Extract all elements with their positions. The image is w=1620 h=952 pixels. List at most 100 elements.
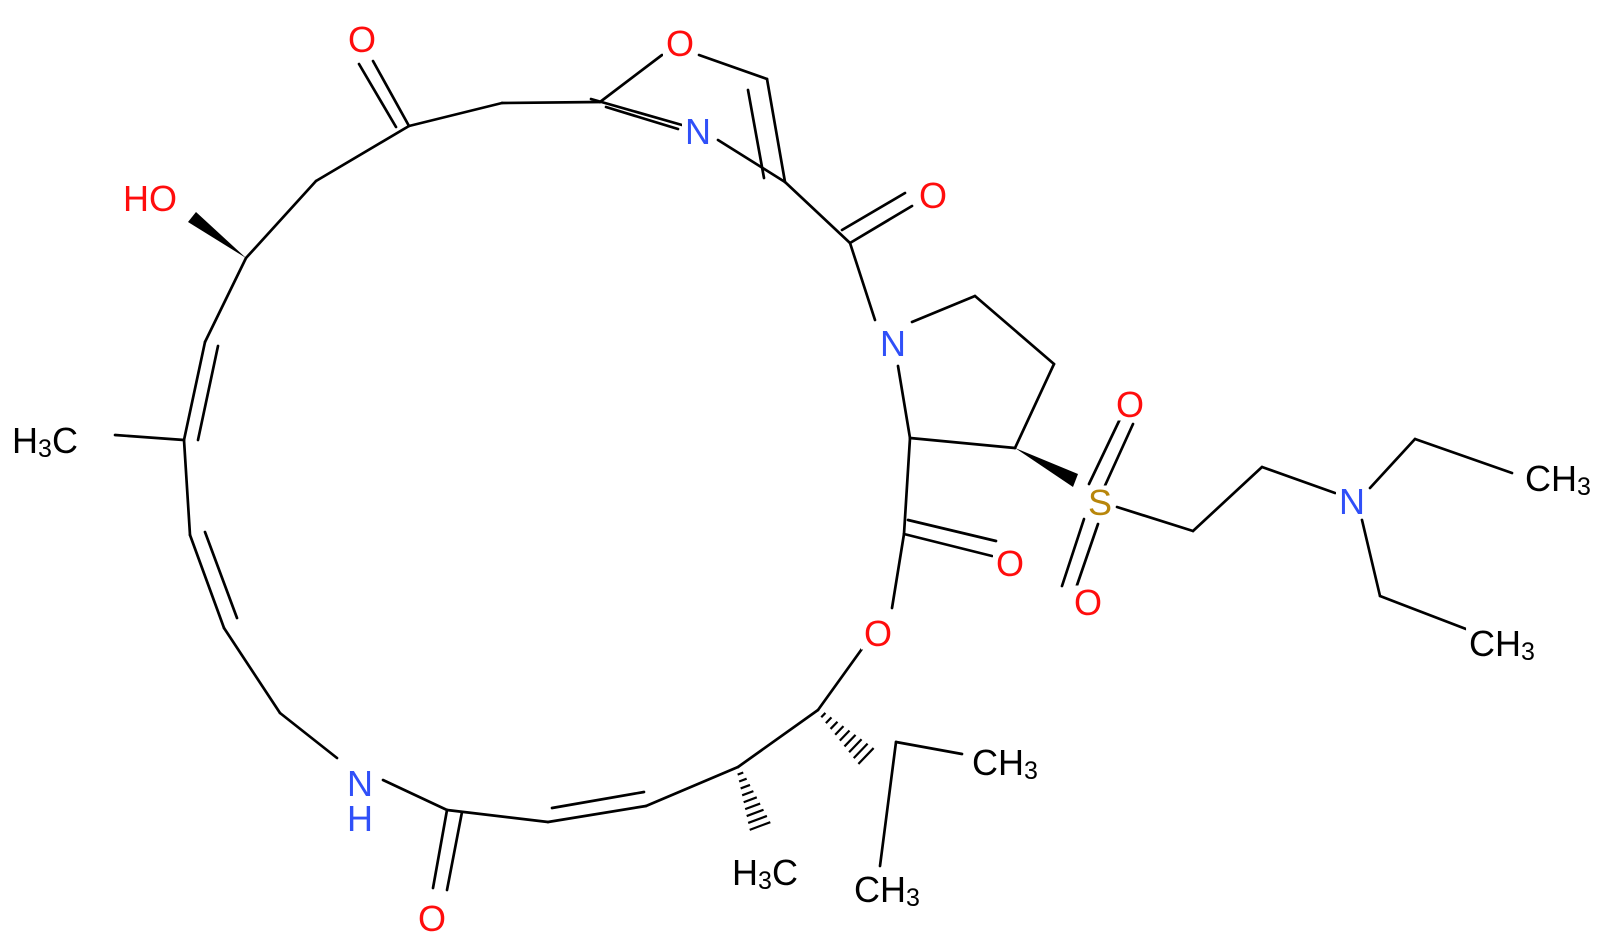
atom-label-background	[860, 616, 896, 650]
hash-stroke	[747, 814, 768, 824]
bond-line	[546, 804, 648, 824]
bond-line	[500, 100, 602, 105]
atom-label-background	[851, 872, 923, 908]
atom-label-background	[1336, 484, 1368, 518]
bond-line	[278, 711, 339, 760]
bond-line	[1378, 594, 1468, 631]
bond-line	[890, 532, 906, 610]
atom-label-background	[9, 423, 81, 459]
bond-line	[848, 204, 914, 245]
hash-stroke	[746, 808, 764, 818]
hash-stroke	[738, 777, 748, 783]
stereo-bond-layer	[188, 212, 1078, 831]
atom-label-o4: O	[1116, 384, 1144, 425]
atom-label-ch3_b: CH3	[1525, 458, 1591, 502]
atom-label-o7: O	[864, 613, 892, 654]
bond-line	[314, 124, 411, 183]
atom-label-n2: N	[880, 323, 906, 364]
atom-label-o3: O	[919, 175, 947, 216]
bond-line	[445, 808, 550, 824]
bond-line	[1368, 437, 1417, 490]
bond-line	[783, 180, 852, 245]
hash-stroke	[848, 738, 863, 754]
atom-label-ch3_e: H3C	[732, 852, 798, 896]
atom-label-n1: N	[685, 111, 711, 152]
hash-stroke	[829, 720, 839, 730]
hash-stroke	[825, 716, 833, 724]
atom-label-background	[1070, 585, 1106, 619]
wedge-bond-sulfonyl	[1015, 448, 1078, 487]
atom-label-background	[877, 326, 909, 360]
bond-line	[182, 438, 192, 537]
hash-stroke	[820, 712, 827, 719]
hash-stroke	[737, 771, 744, 776]
atom-label-o6: O	[996, 543, 1024, 584]
bond-line	[816, 644, 866, 712]
atom-label-background	[120, 181, 180, 215]
atom-label-background	[992, 546, 1028, 580]
bond-line	[371, 59, 411, 128]
atom-label-ch3_a: H3C	[12, 420, 78, 464]
bond-line	[848, 241, 877, 322]
bond-line	[1260, 465, 1337, 495]
atom-label-background	[729, 855, 801, 891]
bond-line	[550, 790, 646, 810]
bond-line	[113, 433, 186, 442]
hashed-bond-isopropyl	[820, 712, 875, 765]
atom-label-ho: HO	[123, 178, 177, 219]
atom-label-ch3_d: CH3	[972, 742, 1038, 786]
atom-label-ch3_c: CH3	[1469, 623, 1535, 667]
bond-line	[589, 97, 684, 127]
bond-line	[1060, 517, 1086, 588]
atom-label-background	[1466, 626, 1538, 662]
atom-label-background	[662, 26, 698, 60]
atom-label-background	[1522, 461, 1594, 497]
bond-line	[196, 344, 220, 442]
bond-line	[1087, 417, 1122, 486]
atom-label-background	[682, 114, 714, 148]
bond-line	[381, 778, 449, 812]
hash-stroke	[743, 796, 758, 804]
atom-label-o5: O	[1074, 582, 1102, 623]
bond-line	[746, 88, 766, 180]
atom-label-background	[344, 801, 376, 835]
atom-label-background	[915, 178, 951, 212]
bond-line	[878, 740, 898, 868]
atom-label-background	[344, 22, 380, 56]
wedge-bond-oh	[188, 212, 246, 258]
bond-line	[902, 436, 912, 536]
bond-line	[736, 708, 820, 769]
bond-line	[910, 294, 977, 324]
bond-line	[1013, 362, 1056, 450]
atom-label-o1: O	[666, 23, 694, 64]
bond-line	[1413, 437, 1514, 475]
bond-line	[1073, 522, 1100, 593]
atom-label-o8: O	[418, 898, 446, 939]
bond-line	[1115, 505, 1195, 533]
hash-stroke	[749, 821, 771, 831]
hash-stroke	[740, 783, 751, 790]
bond-line	[840, 191, 907, 232]
bond-line	[188, 533, 226, 630]
atom-label-background	[1084, 485, 1116, 519]
bond-line	[716, 138, 787, 184]
bond-line	[203, 530, 239, 620]
bond-line	[604, 105, 680, 131]
hash-stroke	[857, 747, 875, 765]
bond-layer	[113, 53, 1514, 892]
bond-line	[894, 740, 964, 756]
bond-line	[357, 62, 398, 129]
atom-label-s1: S	[1088, 482, 1112, 523]
bond-line	[222, 626, 282, 715]
atom-label-background	[414, 901, 450, 935]
bond-line	[1101, 422, 1135, 492]
atom-label-nh: N	[347, 763, 373, 804]
hash-stroke	[839, 729, 851, 742]
bond-line	[908, 436, 1017, 450]
bond-line	[906, 518, 998, 543]
bond-line	[697, 53, 769, 81]
atom-label-o2: O	[348, 19, 376, 60]
hash-stroke	[744, 802, 761, 811]
